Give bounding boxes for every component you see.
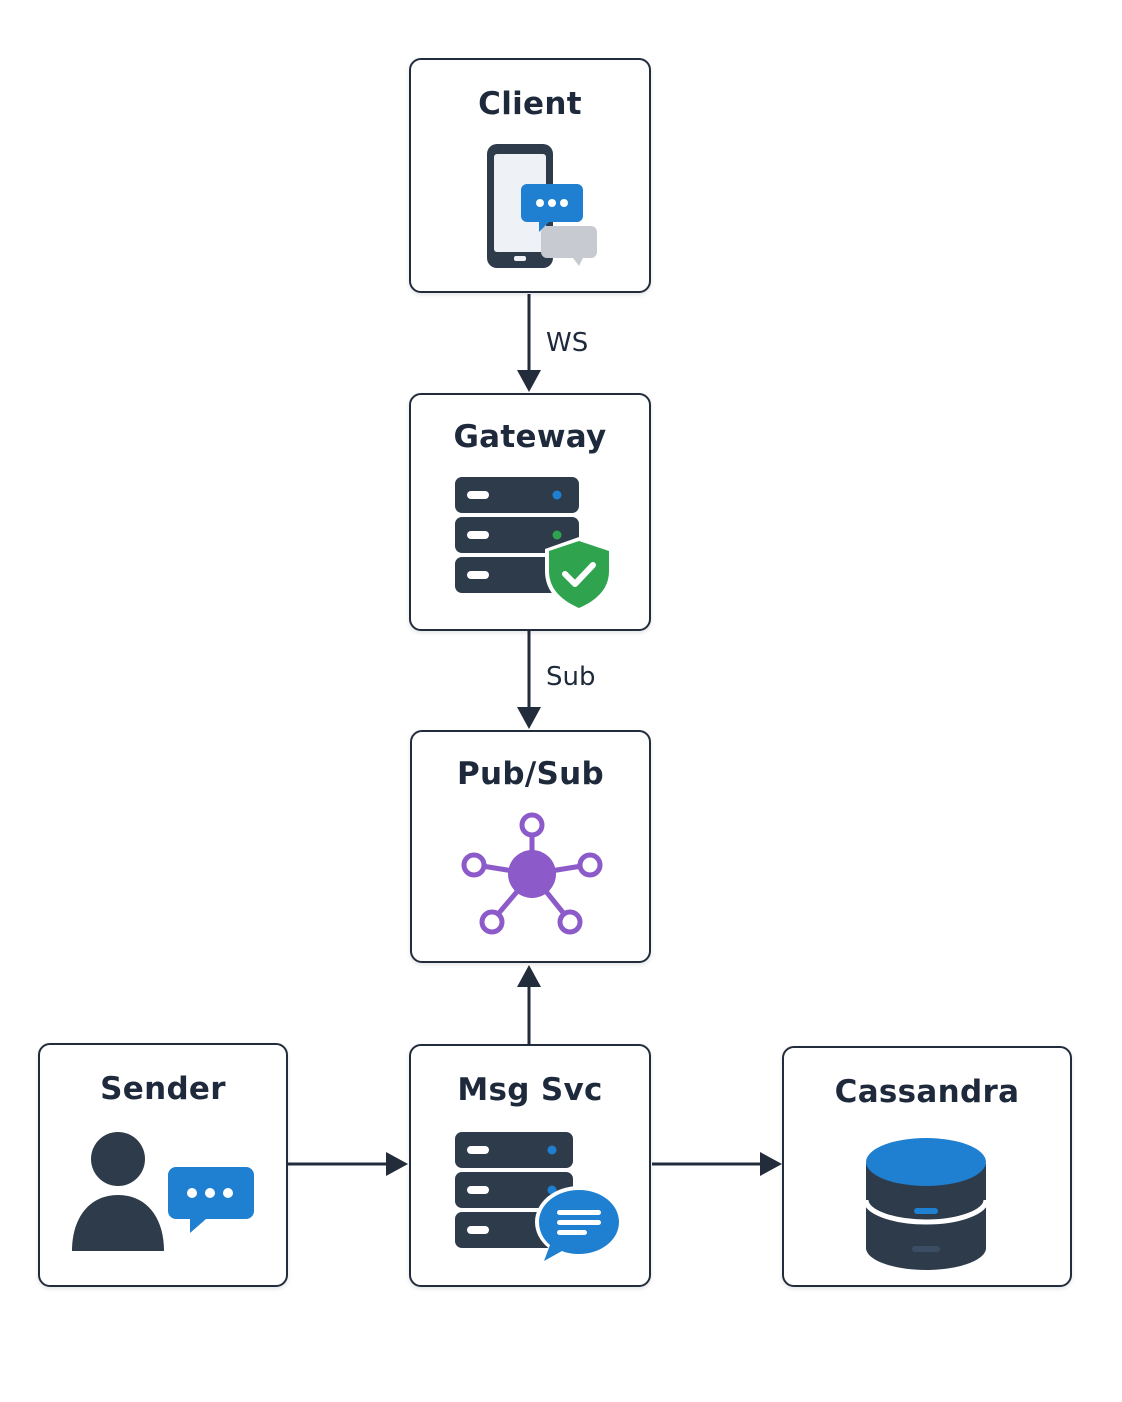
arrowhead-sender-msgsvc (386, 1152, 408, 1176)
client-node[interactable]: Client (409, 58, 651, 293)
sender-node[interactable]: Sender (38, 1043, 288, 1287)
cassandra-title: Cassandra (834, 1074, 1020, 1110)
arrowhead-msgsvc-cassandra (760, 1152, 782, 1176)
hub-network-icon (461, 812, 603, 935)
gateway-title: Gateway (453, 419, 607, 455)
arrowhead-client-gateway (517, 370, 541, 392)
edge-label-sub: Sub (546, 662, 596, 692)
arrowhead-msgsvc-pubsub (517, 965, 541, 987)
cassandra-node[interactable]: Cassandra (782, 1046, 1072, 1287)
pubsub-title: Pub/Sub (457, 756, 604, 792)
user-chat-icon (72, 1132, 254, 1251)
server-shield-icon (455, 477, 613, 613)
pubsub-node[interactable]: Pub/Sub (410, 730, 651, 963)
arrowhead-gateway-pubsub (517, 707, 541, 729)
client-title: Client (478, 86, 582, 122)
msgsvc-title: Msg Svc (457, 1072, 603, 1108)
mobile-chat-icon (487, 144, 597, 268)
edge-label-ws: WS (546, 328, 589, 358)
gateway-node[interactable]: Gateway (409, 393, 651, 631)
server-message-icon (455, 1132, 623, 1261)
msgsvc-node[interactable]: Msg Svc (409, 1044, 651, 1287)
database-icon (863, 1138, 989, 1270)
sender-title: Sender (100, 1071, 226, 1107)
